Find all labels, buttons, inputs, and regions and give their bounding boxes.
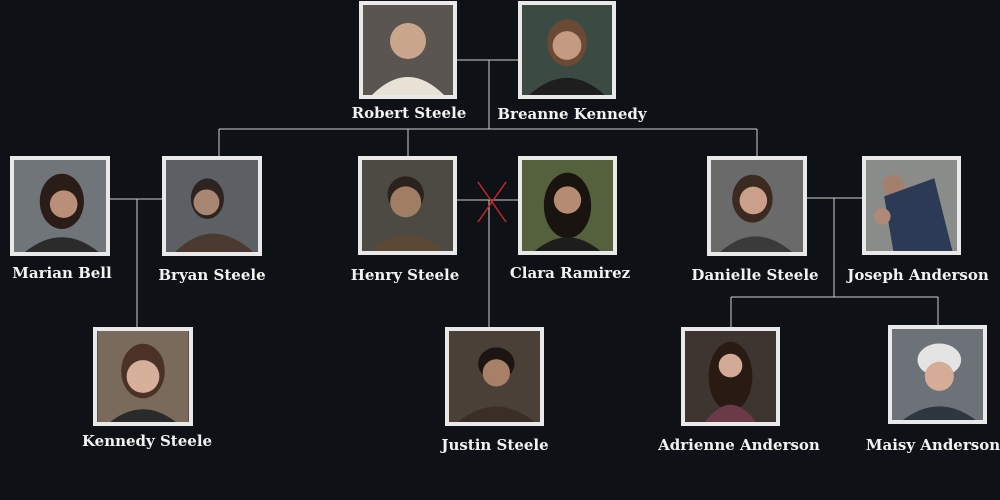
portrait-photo [445, 327, 544, 426]
separation-mark-x [477, 181, 507, 223]
person-name: Henry Steele [350, 266, 460, 284]
portrait-photo [707, 156, 807, 256]
person-name: Marian Bell [12, 264, 112, 282]
portrait-photo [359, 1, 457, 99]
person-name: Adrienne Anderson [658, 436, 820, 454]
person-name: Kennedy Steele [81, 432, 213, 450]
portrait-photo [518, 1, 616, 99]
person-name: Robert Steele [351, 104, 467, 122]
portrait-photo [358, 156, 457, 255]
person-name: Bryan Steele [158, 266, 266, 284]
person-name: Maisy Anderson [865, 436, 1000, 454]
person-name: Breanne Kennedy [497, 105, 647, 123]
portrait-photo [518, 156, 617, 255]
person-name: Joseph Anderson [847, 266, 989, 284]
portrait-photo [681, 327, 780, 426]
portrait-photo [862, 156, 961, 255]
person-name: Justin Steele [441, 436, 549, 454]
portrait-photo [93, 327, 193, 426]
portrait-photo [162, 156, 262, 256]
portrait-photo [888, 325, 987, 424]
portrait-photo [10, 156, 110, 256]
person-name: Danielle Steele [691, 266, 819, 284]
person-name: Clara Ramirez [509, 264, 631, 282]
